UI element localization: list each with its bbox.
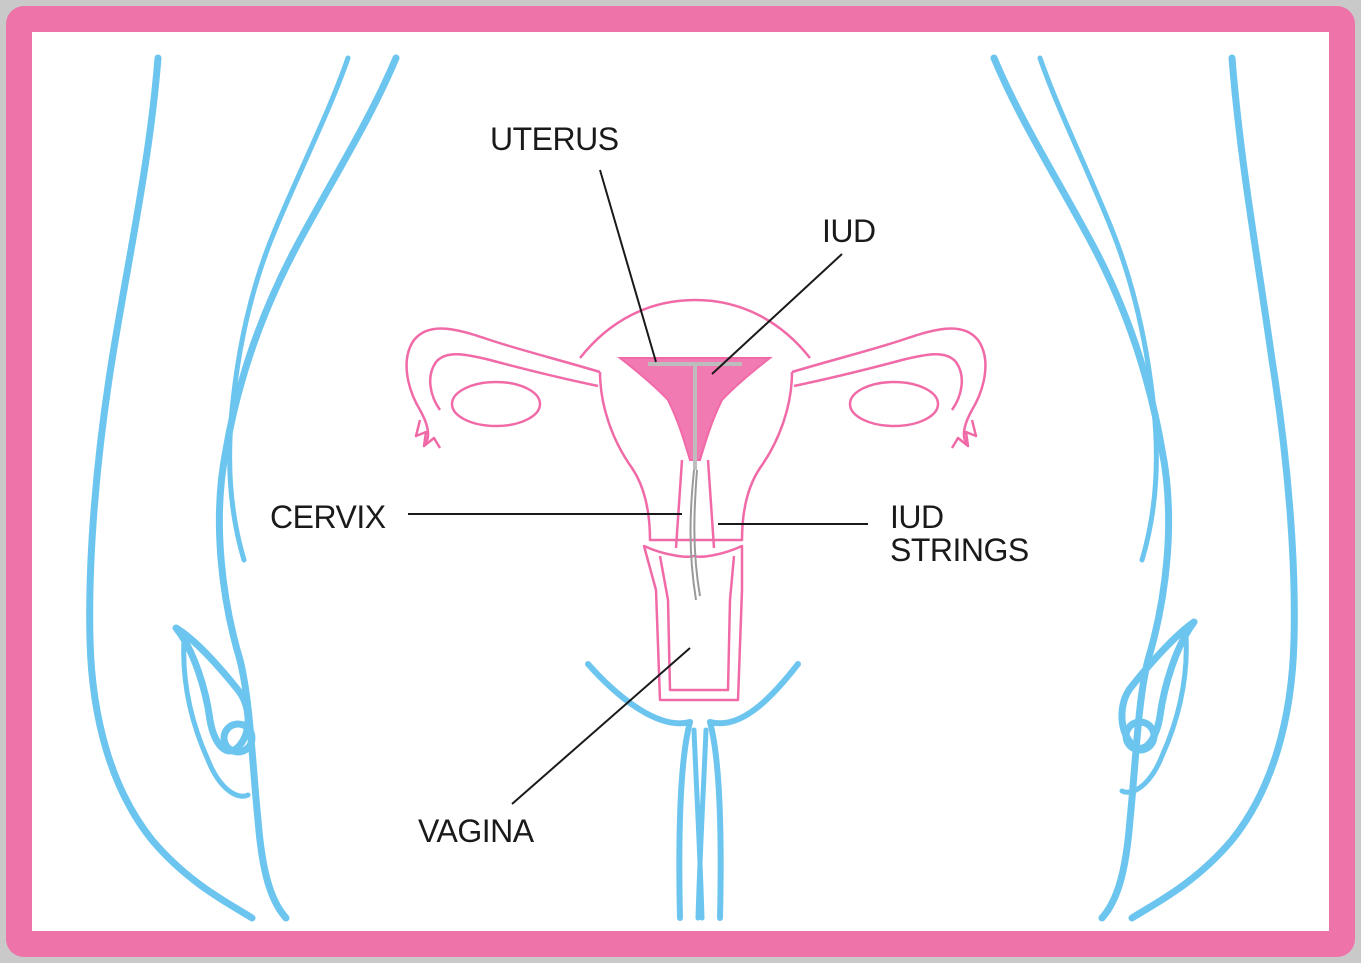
right-ovary bbox=[850, 382, 938, 426]
iud-string-2 bbox=[694, 470, 700, 596]
uterus-label: UTERUS bbox=[490, 121, 619, 157]
iud-strings-label-line1: IUD bbox=[890, 499, 944, 535]
iud-label: IUD bbox=[822, 213, 876, 249]
left-hip-curve bbox=[230, 58, 348, 560]
left-fallopian-tube-inner bbox=[430, 354, 598, 410]
vagina-leader bbox=[512, 648, 690, 804]
left-ovary bbox=[452, 382, 540, 426]
iud-strings-label-line2: STRINGS bbox=[890, 532, 1029, 568]
right-hip-curve bbox=[1040, 58, 1156, 560]
vagina-label: VAGINA bbox=[418, 813, 535, 849]
right-groin-curve bbox=[710, 664, 798, 723]
right-inner-torso bbox=[994, 58, 1169, 918]
cervix-label: CERVIX bbox=[270, 499, 386, 535]
iud-leader bbox=[712, 254, 842, 374]
right-inner-leg bbox=[710, 722, 721, 918]
left-inner-leg bbox=[679, 722, 690, 918]
uterus-leader bbox=[600, 170, 656, 362]
uterus-dome bbox=[580, 300, 810, 358]
left-inner-torso bbox=[219, 58, 396, 918]
